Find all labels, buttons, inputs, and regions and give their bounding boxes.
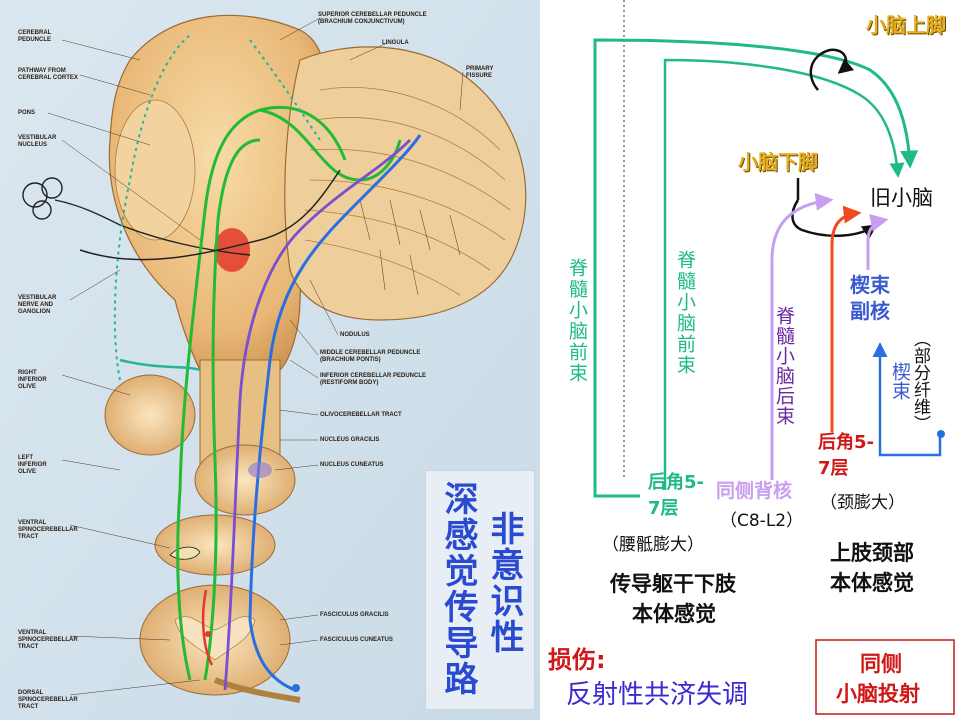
red-tract-path xyxy=(830,205,862,432)
blue-tract-endpoint xyxy=(292,684,300,692)
label-fasciculus-gracilis: FASCICULUS GRACILIS xyxy=(320,612,389,618)
red-tract xyxy=(201,589,214,666)
red-nucleus xyxy=(214,228,250,272)
dorsal-root xyxy=(213,677,301,703)
anatomy-illustration xyxy=(0,0,540,720)
label-vestibular-nerve: VESTIBULAR NERVE AND GANGLION xyxy=(18,295,57,315)
post-tract-path xyxy=(770,192,834,480)
label-ventral-spinocerebellar-1: VENTRAL SPINOCEREBELLAR TRACT xyxy=(18,520,78,540)
label-dorsal-horn-2: 后角5-7层 xyxy=(818,432,874,479)
label-superior-peduncle: SUPERIOR CEREBELLAR PEDUNCLE (BRACHIUM C… xyxy=(318,12,427,25)
label-fasciculus-cuneatus: FASCICULUS CUNEATUS xyxy=(320,637,393,643)
black-tract xyxy=(79,169,341,261)
blue-tract-path xyxy=(872,342,942,457)
blue-tract-dot xyxy=(937,430,945,438)
ant-tract-1-path xyxy=(593,38,919,498)
label-injury: 损伤: xyxy=(548,646,606,674)
pons-bulge xyxy=(114,99,196,241)
label-c8-l2: （C8-L2） xyxy=(720,511,804,531)
schematic-diagram xyxy=(593,0,955,715)
blue-tract xyxy=(248,134,422,692)
cerebellar-folia xyxy=(304,87,511,296)
label-ataxia: 反射性共济失调 xyxy=(566,680,749,710)
label-cervical: （颈膨大） xyxy=(820,493,905,513)
vestibular-organ xyxy=(22,177,251,256)
label-cerebral-peduncle: CEREBRAL PEDUNCLE xyxy=(18,30,52,43)
label-dorsal-spinocerebellar: DORSAL SPINOCEREBELLAR TRACT xyxy=(18,690,78,710)
label-right-inferior-olive: RIGHT INFERIOR OLIVE xyxy=(18,370,47,390)
label-lumbosacral: （腰骶膨大） xyxy=(602,535,704,555)
green-tract-3 xyxy=(259,108,402,182)
label-cuneate-acc-nucleus: 楔束副核 xyxy=(850,273,890,323)
label-nucleus-cuneatus: NUCLEUS CUNEATUS xyxy=(320,462,384,468)
nucleus-cuneatus-blob xyxy=(248,462,272,478)
teal-dotted-tract xyxy=(113,34,191,381)
label-inferior-peduncle: INFERIOR CEREBELLAR PEDUNCLE (RESTIFORM … xyxy=(320,373,427,386)
label-trunk-limb-2: 本体感觉 xyxy=(632,602,716,626)
title-unconscious: 非意识性 xyxy=(484,511,524,655)
green-tract-1 xyxy=(176,105,347,681)
label-pons: PONS xyxy=(18,110,36,116)
label-vestibular-nucleus: VESTIBULAR NUCLEUS xyxy=(18,135,57,148)
label-trunk-limb-1: 传导躯干下肢 xyxy=(610,572,736,596)
label-post-tract: 脊髓小脑后束 xyxy=(773,306,795,426)
label-ventral-spinocerebellar-2: VENTRAL SPINOCEREBELLAR TRACT xyxy=(18,630,78,650)
medulla-section-2 xyxy=(194,444,296,516)
label-partial-fibers: （部分纤维） xyxy=(910,330,930,432)
title-box: 深感觉传导路 非意识性 xyxy=(425,470,535,710)
label-upper-limb-2: 本体感觉 xyxy=(830,571,914,595)
label-lingula: LINGULA xyxy=(382,40,409,46)
sup-peduncle-loop xyxy=(809,48,855,91)
anatomy-illustration-panel: CEREBRAL PEDUNCLE PATHWAY FROM CEREBRAL … xyxy=(0,0,540,720)
acc-cuneate-path xyxy=(866,214,889,270)
title-deep-sensation-pathway: 深感觉传导路 xyxy=(438,481,478,697)
label-left-inferior-olive: LEFT INFERIOR OLIVE xyxy=(18,455,47,475)
cerebellar-lobules xyxy=(359,199,461,296)
leader-lines xyxy=(47,17,464,696)
green-tract-2 xyxy=(203,138,261,681)
label-cuneate-fasc: 楔束 xyxy=(889,362,911,400)
ipsilateral-box xyxy=(815,639,955,715)
red-tract-endpoint xyxy=(205,631,211,637)
purple-tract xyxy=(223,139,411,691)
label-upper-limb-1: 上肢颈部 xyxy=(830,541,914,565)
label-ipsilateral-1: 同侧 xyxy=(860,652,902,676)
teal-tract xyxy=(119,358,201,372)
label-middle-peduncle: MIDDLE CEREBELLAR PEDUNCLE (BRACHIUM PON… xyxy=(320,350,421,363)
medulla-section xyxy=(104,374,196,456)
label-dorsal-horn-1: 后角5-7层 xyxy=(648,472,704,519)
label-ant-tract-2: 脊髓小脑前束 xyxy=(674,250,696,376)
label-clarke-nucleus: 同侧背核 xyxy=(716,480,793,502)
label-nodulus: NODULUS xyxy=(340,332,370,338)
label-inf-peduncle: 小脑下脚 xyxy=(738,150,818,174)
teal-dotted-tract-2 xyxy=(249,39,321,141)
label-pathway-cortex: PATHWAY FROM CEREBRAL CORTEX xyxy=(18,68,78,81)
label-paleocerebellum: 旧小脑 xyxy=(870,186,933,210)
label-ant-tract-1: 脊髓小脑前束 xyxy=(566,258,588,384)
label-ipsilateral-2: 小脑投射 xyxy=(836,682,920,706)
ant-tract-2-path xyxy=(663,58,905,490)
schematic-diagram-panel: 小脑上脚 小脑下脚 旧小脑 脊髓小脑前束 脊髓小脑前束 脊髓小脑后束 楔束副核 … xyxy=(540,0,960,720)
label-sup-peduncle-1: 小脑上脚 xyxy=(866,13,946,37)
label-primary-fissure: PRIMARY FISSURE xyxy=(466,66,494,79)
label-olivocerebellar: OLIVOCEREBELLAR TRACT xyxy=(320,412,402,418)
label-nucleus-gracilis: NUCLEUS GRACILIS xyxy=(320,437,380,443)
